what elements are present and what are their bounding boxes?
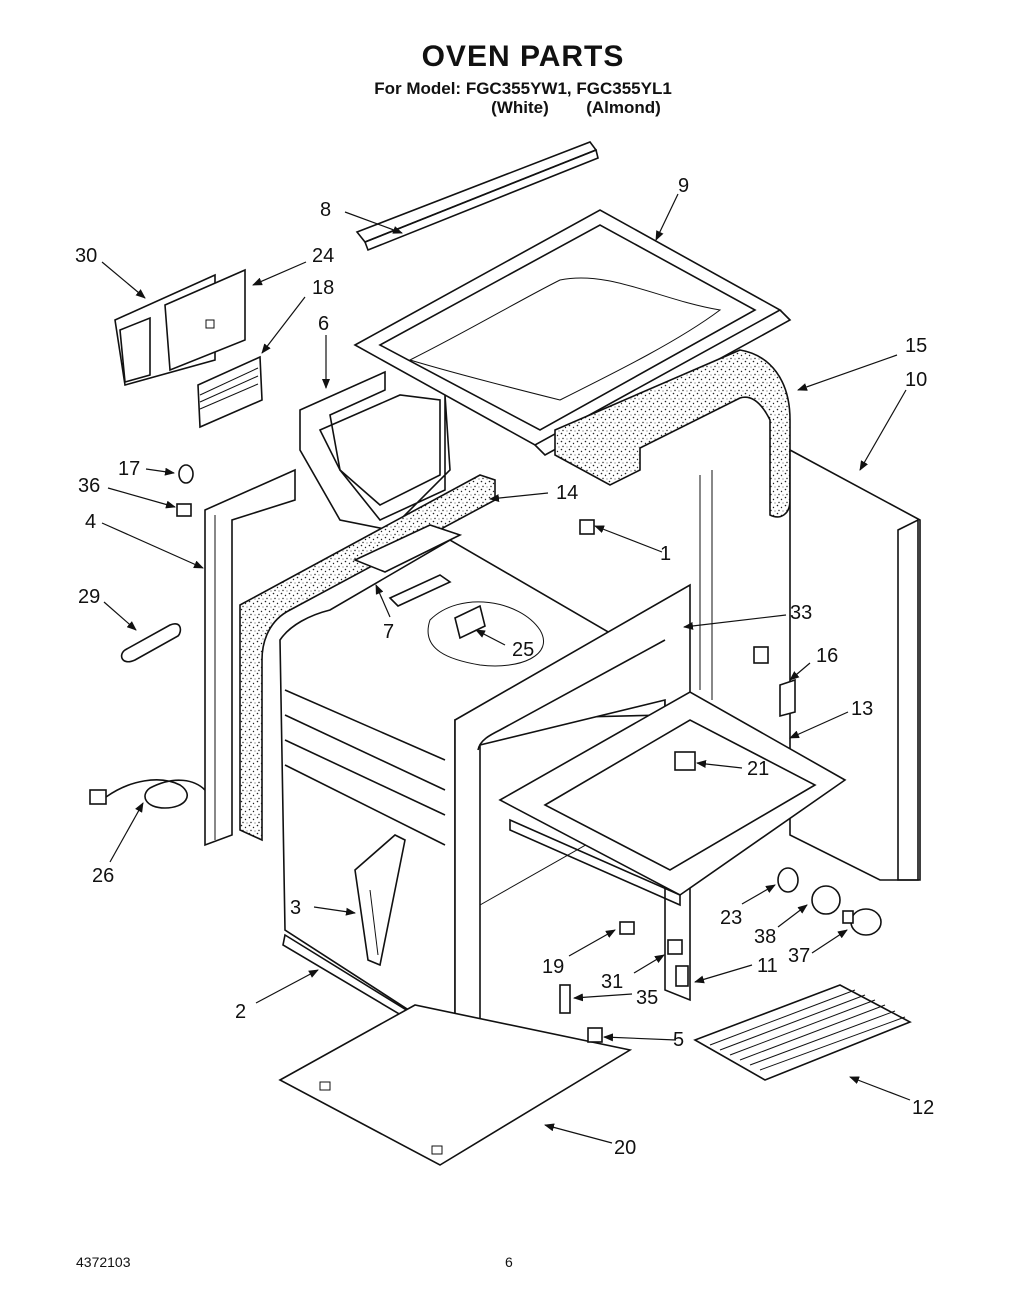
- part-37-light-bulb: [842, 908, 882, 936]
- part-19-bracket: [619, 921, 635, 935]
- part-29-lens-cover: [120, 623, 182, 663]
- callout-16: 16: [816, 645, 838, 667]
- callout-5: 5: [673, 1029, 684, 1051]
- callout-4: 4: [85, 511, 96, 533]
- document-number: 4372103: [76, 1254, 131, 1270]
- callout-36: 36: [78, 475, 100, 497]
- part-35-bracket: [559, 984, 571, 1014]
- callout-15: 15: [905, 335, 927, 357]
- part-13-broiler-drawer: [498, 691, 847, 907]
- callout-8: 8: [320, 199, 331, 221]
- callout-labels: 8 9 30 24 18 6 15 10 17 36 4 14 1 29 7 2…: [75, 175, 934, 1159]
- part-18-vent-grille: [197, 355, 263, 429]
- callout-29: 29: [78, 586, 100, 608]
- callout-18: 18: [312, 277, 334, 299]
- part-7-vent-trim: [352, 524, 463, 607]
- callout-7: 7: [383, 621, 394, 643]
- callout-33: 33: [790, 602, 812, 624]
- callout-1: 1: [660, 543, 671, 565]
- callout-13: 13: [851, 698, 873, 720]
- part-33-socket: [753, 646, 769, 664]
- callout-19: 19: [542, 956, 564, 978]
- page-number: 6: [505, 1254, 513, 1270]
- callout-10: 10: [905, 369, 927, 391]
- callout-17: 17: [118, 458, 140, 480]
- variant-almond: (Almond): [586, 98, 661, 117]
- part-21-label: [674, 751, 696, 771]
- callout-24: 24: [312, 245, 334, 267]
- part-12-oven-rack: [693, 984, 912, 1081]
- part-6-vent-duct: [299, 370, 451, 531]
- model-line: For Model: FGC355YW1, FGC355YL1: [374, 79, 672, 98]
- part-25-bracket: [454, 604, 486, 640]
- part-20-oven-bottom-plate: [278, 1004, 633, 1166]
- callout-30: 30: [75, 245, 97, 267]
- part-9-oven-top-frame: [353, 209, 792, 456]
- callout-9: 9: [678, 175, 689, 197]
- callout-2: 2: [235, 1001, 246, 1023]
- color-variants: (White) (Almond): [58, 98, 1036, 118]
- callout-38: 38: [754, 926, 776, 948]
- callout-12: 12: [912, 1097, 934, 1119]
- leader-lines: [101, 193, 911, 1144]
- page-title: OVEN PARTS: [421, 40, 625, 73]
- part-11-screw: [675, 965, 689, 987]
- callout-6: 6: [318, 313, 329, 335]
- part-17-clip: [178, 464, 194, 484]
- part-15-insulation-top: [554, 349, 791, 518]
- callout-31: 31: [601, 971, 623, 993]
- part-23-knob: [777, 867, 799, 893]
- part-16-bracket: [779, 678, 796, 718]
- part-3-igniter: [354, 834, 406, 967]
- part-26-power-cord: [89, 779, 206, 809]
- variant-white: (White): [491, 98, 549, 117]
- part-38-lamp-socket: [811, 885, 841, 915]
- part-24-bracket: [164, 268, 246, 372]
- part-31-clip: [667, 939, 683, 955]
- callout-25: 25: [512, 639, 534, 661]
- part-1-screw-clip: [579, 519, 595, 535]
- callout-11: 11: [757, 955, 778, 977]
- callout-3: 3: [290, 897, 301, 919]
- callout-20: 20: [614, 1137, 636, 1159]
- callout-14: 14: [556, 482, 578, 504]
- part-36-clip: [176, 503, 192, 517]
- part-5-fitting: [587, 1027, 603, 1043]
- callout-26: 26: [92, 865, 114, 887]
- callout-37: 37: [788, 945, 810, 967]
- callout-21: 21: [747, 758, 769, 780]
- callout-35: 35: [636, 987, 658, 1009]
- callout-23: 23: [720, 907, 742, 929]
- part-8-top-strip: [355, 141, 599, 252]
- part-4-left-side-panel: [204, 468, 296, 847]
